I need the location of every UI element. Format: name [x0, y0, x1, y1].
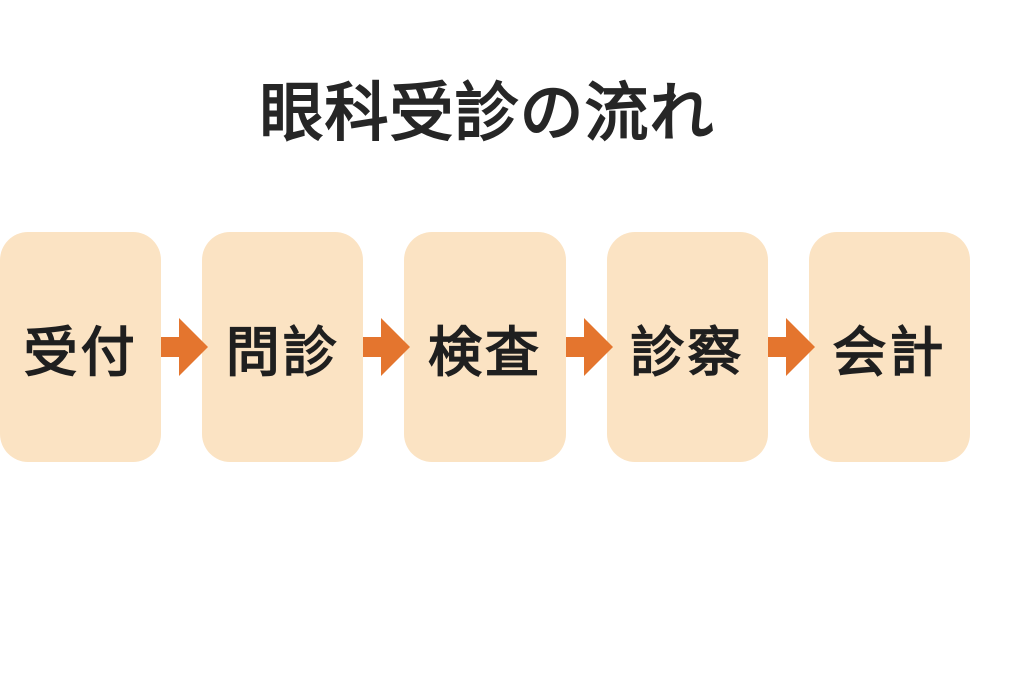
- arrow-right-icon: [767, 317, 816, 377]
- step-label-consultation: 診察: [630, 320, 745, 384]
- flow-step-reception: 受付: [0, 232, 162, 462]
- flow-step-consultation: 診察: [606, 232, 768, 462]
- step-label-reception: 受付: [23, 320, 138, 384]
- flow-step-payment: 会計: [808, 232, 971, 462]
- flow-step-examination: 検査: [404, 232, 566, 462]
- step-label-interview: 問診: [225, 320, 340, 384]
- page-title: 眼科受診の流れ: [259, 77, 715, 151]
- step-label-payment: 会計: [832, 320, 947, 384]
- arrow-right-icon: [161, 317, 209, 377]
- flow-row: 受付 問診 検査 診察: [0, 232, 971, 462]
- step-label-examination: 検査: [428, 320, 542, 384]
- arrow-right-icon: [363, 317, 411, 377]
- arrow-right-icon: [565, 317, 614, 377]
- flow-step-interview: 問診: [202, 232, 364, 462]
